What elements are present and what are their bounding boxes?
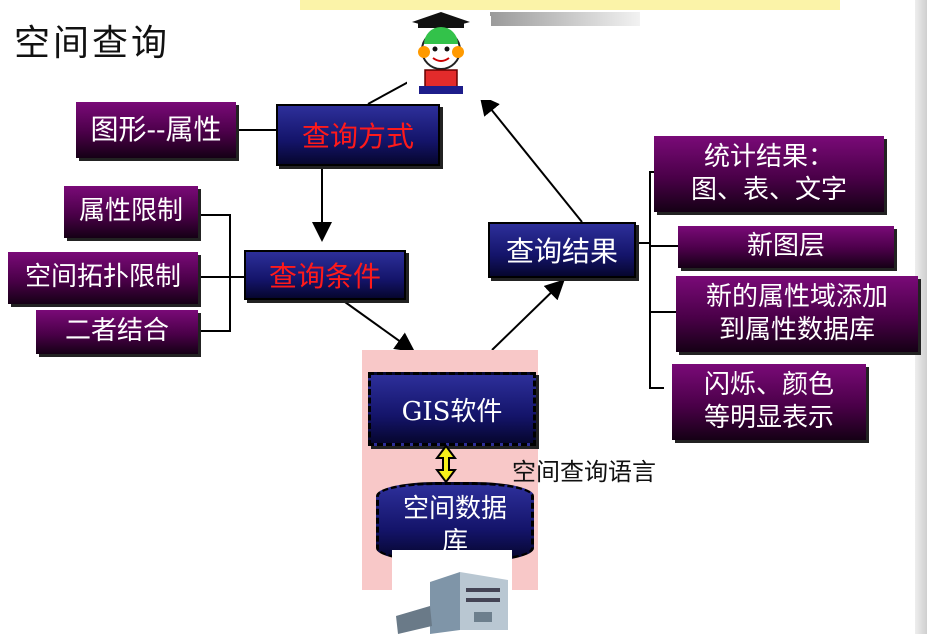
arrow-gis-result [491, 279, 565, 351]
line-method-user [367, 79, 413, 105]
top-decor-bar [300, 0, 840, 10]
top-decor-bar-grey [490, 12, 640, 26]
new-attribute-field-box: 新的属性域添加 到属性数据库 [676, 276, 918, 352]
query-method-box: 查询方式 [276, 104, 440, 166]
gis-software-box: GIS软件 [368, 372, 536, 446]
graph-attr-box: 图形--属性 [76, 102, 236, 158]
new-layer-box: 新图层 [678, 226, 894, 268]
arrow-condition-gis [337, 296, 416, 353]
spatial-topology-limit-box: 空间拓扑限制 [8, 252, 198, 304]
attribute-limit-box: 属性限制 [64, 186, 198, 238]
statistics-result-box: 统计结果： 图、表、文字 [654, 136, 884, 212]
highlight-display-box: 闪烁、颜色 等明显表示 [672, 364, 866, 440]
query-result-box: 查询结果 [488, 222, 636, 278]
slide-title: 空间查询 [14, 23, 171, 64]
spatial-database-cylinder: 空间数据 库 [376, 482, 534, 562]
combined-box: 二者结合 [36, 310, 198, 354]
spatial-database-label: 空间数据 库 [402, 494, 507, 557]
query-condition-box: 查询条件 [244, 250, 406, 300]
right-edge-strip [915, 0, 927, 634]
bracket-conditions [198, 214, 231, 332]
arrow-result-user [479, 94, 583, 223]
query-language-label: 空间查询语言 [512, 458, 656, 486]
